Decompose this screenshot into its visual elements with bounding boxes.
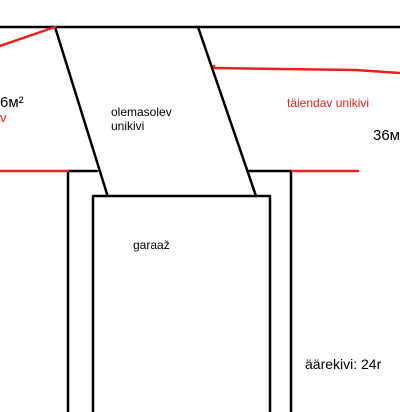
- red-outlines: [0, 25, 400, 173]
- paving-right-edge: [196, 25, 258, 198]
- additional-paving-label: täiendav unikivi: [287, 96, 370, 110]
- existing-paving-label-line2: unikivi: [111, 119, 145, 134]
- garage-label: garaaž: [133, 238, 170, 252]
- area-left-label: 6м²: [0, 94, 24, 111]
- red-line-additional-top: [212, 64, 400, 75]
- garage-outline: [91, 194, 272, 412]
- existing-paving-label-line1: olemasolev: [111, 105, 172, 119]
- area-right-label: 36м: [373, 127, 400, 144]
- black-outlines: [0, 25, 400, 412]
- red-line-top-left: [0, 25, 57, 48]
- curb-label: äärekivi: 24r: [305, 356, 382, 372]
- existing-paving-label: olemasolev unikivi: [111, 105, 172, 134]
- paving-left-edge: [53, 25, 109, 196]
- left-partial-label: v: [0, 110, 7, 125]
